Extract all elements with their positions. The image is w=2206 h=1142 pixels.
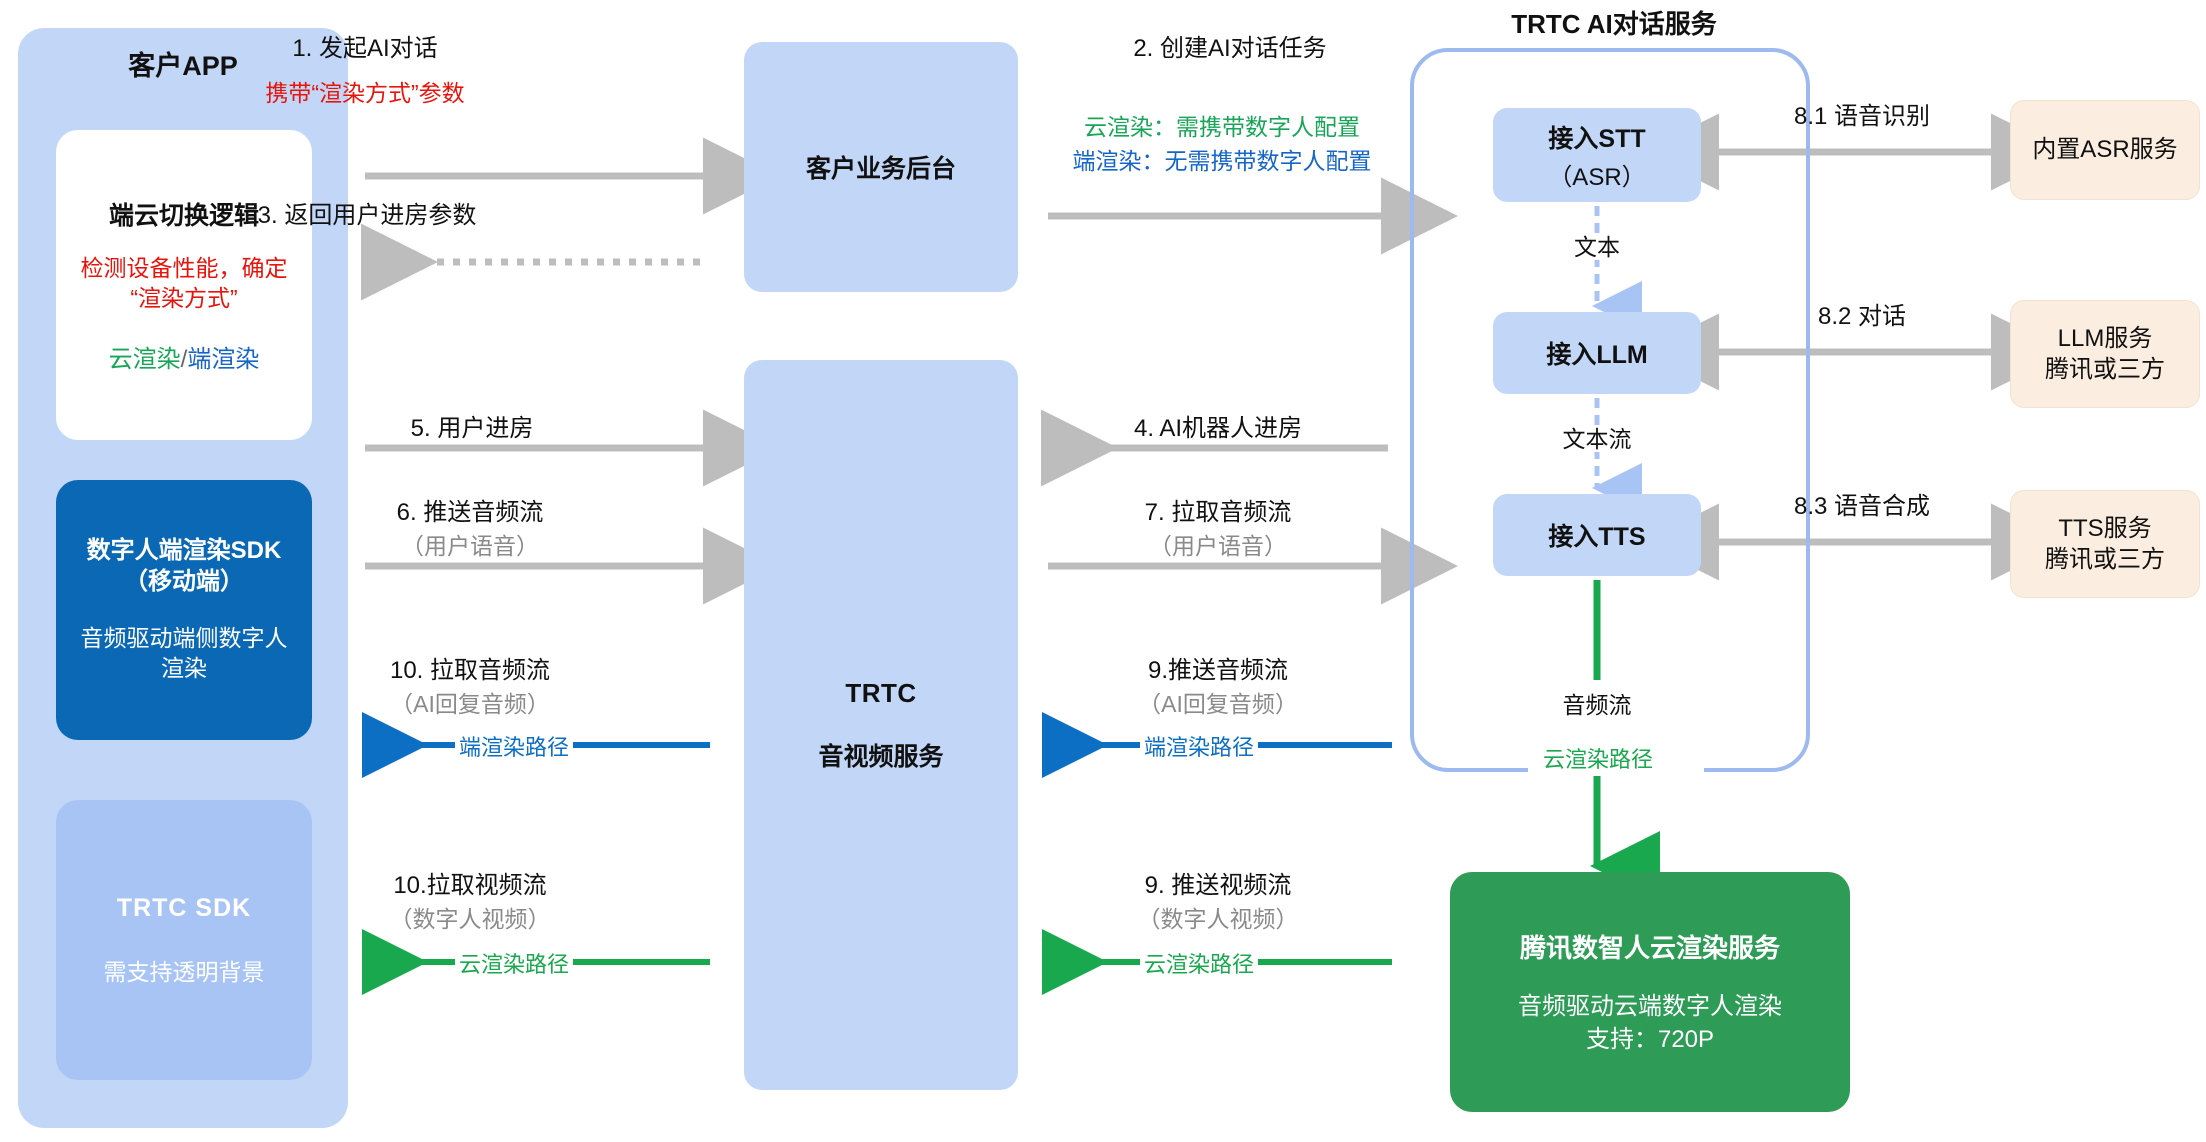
flow-7-main: 7. 拉取音频流 bbox=[1144, 499, 1292, 526]
trtc-sdk-box: TRTC SDK 需支持透明背景 bbox=[56, 800, 312, 1080]
avatar-render-sdk-box: 数字人端渲染SDK （移动端） 音频驱动端侧数字人渲染 bbox=[56, 480, 312, 740]
flow-10-audio-path: 端渲染路径 bbox=[455, 730, 574, 762]
ext-tts-arrow-text: 8.3 语音合成 bbox=[1793, 493, 1931, 520]
internal-flow-text-label: 文本 bbox=[1545, 228, 1649, 262]
flow-2-note-cloud: 云渲染：需携带数字人配置 bbox=[1084, 114, 1360, 140]
internal-flow-textstream: 文本流 bbox=[1556, 426, 1638, 452]
flow-10-video-path-text: 云渲染路径 bbox=[455, 952, 574, 977]
flow-1-note-text: 携带“渲染方式”参数 bbox=[265, 80, 465, 106]
stage-llm-box: 接入LLM bbox=[1493, 312, 1701, 394]
switch-logic-note: 检测设备性能，确定 “渲染方式” bbox=[80, 254, 288, 311]
flow-4-main: 4. AI机器人进房 bbox=[1133, 415, 1303, 442]
switch-logic-title: 端云切换逻辑 bbox=[108, 201, 259, 230]
render-mode-options: 云渲染/端渲染 bbox=[109, 339, 260, 374]
external-asr-label: 内置ASR服务 bbox=[2032, 136, 2178, 164]
render-mode-separator: / bbox=[180, 346, 188, 374]
flow-10-audio-main: 10. 拉取音频流 bbox=[389, 657, 551, 684]
render-mode-cloud: 云渲染 bbox=[108, 346, 181, 374]
flow-6-main: 6. 推送音频流 bbox=[396, 499, 544, 526]
flow-7-sub: （用户语音） bbox=[1149, 533, 1287, 559]
trtc-sdk-title: TRTC SDK bbox=[116, 893, 252, 922]
internal-flow-textstream-label: 文本流 bbox=[1532, 420, 1662, 454]
internal-flow-audiostream: 音频流 bbox=[1556, 692, 1638, 718]
render-mode-device: 端渲染 bbox=[187, 346, 260, 374]
cloud-render-box: 腾讯数智人云渲染服务 音频驱动云端数字人渲染 支持：720P bbox=[1450, 872, 1850, 1112]
client-app-title: 客户APP bbox=[128, 51, 238, 81]
flow-10-video-sub: （数字人视频） bbox=[389, 906, 551, 932]
flow-9-video-main: 9. 推送视频流 bbox=[1144, 872, 1292, 899]
stage-llm-title: 接入LLM bbox=[1546, 341, 1648, 369]
external-llm-label: LLM服务 腾讯或三方 bbox=[2045, 324, 2165, 383]
trtc-service-title: TRTC bbox=[845, 677, 917, 708]
flow-4-label: 4. AI机器人进房 bbox=[1048, 408, 1388, 443]
avatar-render-sdk-subtitle: 音频驱动端侧数字人渲染 bbox=[80, 624, 288, 681]
internal-flow-text: 文本 bbox=[1568, 234, 1626, 260]
flow-10-video-label: 10.拉取视频流 （数字人视频） bbox=[345, 865, 595, 934]
customer-backend-box: 客户业务后台 bbox=[744, 42, 1018, 292]
flow-9-audio-sub: （AI回复音频） bbox=[1138, 691, 1298, 717]
flow-3-main: 3. 返回用户进房参数 bbox=[257, 202, 477, 229]
flow-9-video-path: 云渲染路径 bbox=[1140, 947, 1259, 979]
flow-6-label: 6. 推送音频流 （用户语音） bbox=[355, 492, 585, 561]
flow-3-label: 3. 返回用户进房参数 bbox=[252, 195, 482, 230]
ext-asr-arrow-label: 8.1 语音识别 bbox=[1742, 96, 1982, 131]
stage-stt-box: 接入STT （ASR） bbox=[1493, 108, 1701, 202]
flow-9-video-path-text: 云渲染路径 bbox=[1140, 952, 1259, 977]
flow-5-label: 5. 用户进房 bbox=[357, 408, 587, 443]
flow-2-label: 2. 创建AI对话任务 bbox=[1100, 28, 1360, 63]
flow-9-video-label: 9. 推送视频流 （数字人视频） bbox=[1048, 865, 1388, 934]
flow-10-audio-path-text: 端渲染路径 bbox=[455, 735, 574, 760]
external-llm-box: LLM服务 腾讯或三方 bbox=[2010, 300, 2200, 408]
customer-backend-label: 客户业务后台 bbox=[805, 155, 956, 183]
flow-9-audio-main: 9.推送音频流 bbox=[1147, 657, 1288, 684]
flow-10-audio-label: 10. 拉取音频流 （AI回复音频） bbox=[345, 650, 595, 719]
ext-llm-arrow-label: 8.2 对话 bbox=[1742, 296, 1982, 331]
flow-10-video-path: 云渲染路径 bbox=[455, 947, 574, 979]
ext-asr-arrow-text: 8.1 语音识别 bbox=[1793, 103, 1931, 130]
trtc-service-box: TRTC 音视频服务 bbox=[744, 360, 1018, 1090]
flow-2-note-device: 端渲染：无需携带数字人配置 bbox=[1072, 148, 1372, 174]
avatar-render-sdk-title: 数字人端渲染SDK （移动端） bbox=[86, 537, 282, 596]
ai-panel-title: TRTC AI对话服务 bbox=[1511, 9, 1717, 39]
flow-1-main: 1. 发起AI对话 bbox=[292, 35, 438, 62]
stage-stt-subtitle: （ASR） bbox=[1548, 163, 1646, 191]
flow-9-video-sub: （数字人视频） bbox=[1137, 906, 1299, 932]
flow-1-note: 携带“渲染方式”参数 bbox=[228, 74, 502, 108]
stage-tts-title: 接入TTS bbox=[1548, 523, 1646, 551]
trtc-service-subtitle: 音视频服务 bbox=[818, 742, 944, 771]
flow-1-label: 1. 发起AI对话 bbox=[250, 28, 480, 63]
flow-7-label: 7. 拉取音频流 （用户语音） bbox=[1048, 492, 1388, 561]
ai-panel-cloud-path-label: 云渲染路径 bbox=[1520, 742, 1676, 774]
ext-llm-arrow-text: 8.2 对话 bbox=[1817, 303, 1907, 330]
flow-9-audio-label: 9.推送音频流 （AI回复音频） bbox=[1048, 650, 1388, 719]
internal-flow-audiostream-label: 音频流 bbox=[1532, 686, 1662, 720]
cloud-render-title: 腾讯数智人云渲染服务 bbox=[1519, 933, 1780, 964]
flow-2-main: 2. 创建AI对话任务 bbox=[1133, 35, 1327, 62]
flow-2-notes: 云渲染：需携带数字人配置 端渲染：无需携带数字人配置 bbox=[1012, 108, 1432, 176]
flow-5-main: 5. 用户进房 bbox=[410, 415, 534, 442]
ai-panel-cloud-path-text: 云渲染路径 bbox=[1538, 747, 1657, 772]
external-tts-label: TTS服务 腾讯或三方 bbox=[2045, 514, 2165, 573]
flow-6-sub: （用户语音） bbox=[401, 533, 539, 559]
stage-tts-box: 接入TTS bbox=[1493, 494, 1701, 576]
cloud-render-subtitle: 音频驱动云端数字人渲染 支持：720P bbox=[1518, 993, 1782, 1053]
flow-9-audio-path: 端渲染路径 bbox=[1140, 730, 1259, 762]
flow-9-audio-path-text: 端渲染路径 bbox=[1140, 735, 1259, 760]
stage-stt-title: 接入STT bbox=[1548, 124, 1646, 153]
flow-10-video-main: 10.拉取视频流 bbox=[393, 872, 547, 899]
external-tts-box: TTS服务 腾讯或三方 bbox=[2010, 490, 2200, 598]
switch-logic-box: 端云切换逻辑 检测设备性能，确定 “渲染方式” 云渲染/端渲染 bbox=[56, 130, 312, 440]
flow-10-audio-sub: （AI回复音频） bbox=[390, 691, 550, 717]
external-asr-box: 内置ASR服务 bbox=[2010, 100, 2200, 200]
ext-tts-arrow-label: 8.3 语音合成 bbox=[1742, 486, 1982, 521]
trtc-sdk-subtitle: 需支持透明背景 bbox=[103, 958, 265, 985]
